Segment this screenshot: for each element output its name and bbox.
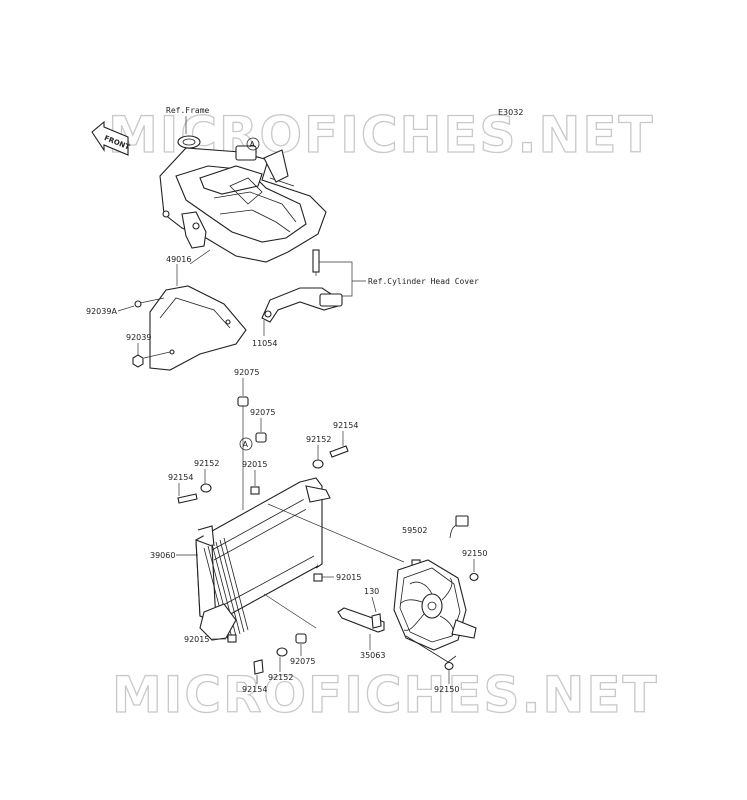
part-92152-label-b: 92152: [194, 459, 219, 468]
part-92015-label-b: 92015: [336, 573, 361, 582]
part-92039A-label: 92039A: [86, 307, 117, 316]
callout-a-lower: A: [239, 437, 253, 451]
part-92154-label-b: 92154: [168, 473, 193, 482]
frame-illustration: [159, 135, 327, 263]
part-92154-label-c: 92154: [242, 685, 267, 694]
clip-92015-c: [227, 634, 237, 643]
fan-assembly-59502: [393, 515, 477, 663]
diagram-code: E3032: [498, 108, 523, 117]
part-35063-label: 35063: [360, 651, 385, 660]
nut-92150-a: [469, 572, 479, 582]
bolt-92154-a: [329, 445, 349, 458]
grommet-92039A: [134, 300, 142, 308]
grommet-92075-c: [295, 633, 307, 644]
part-39060-label: 39060: [150, 551, 175, 560]
part-130-label: 130: [364, 587, 379, 596]
collar-92152-c: [276, 647, 288, 657]
nut-92150-b: [444, 661, 454, 671]
clip-92015-a: [250, 486, 260, 495]
front-arrow-icon: FRONT: [91, 120, 131, 156]
part-92154-label-a: 92154: [333, 421, 358, 430]
part-92039-label: 92039: [126, 333, 151, 342]
ref-cylinder-head-cover-label: Ref.Cylinder Head Cover: [368, 277, 479, 286]
collar-92152-a: [312, 459, 324, 469]
part-92150-label-a: 92150: [462, 549, 487, 558]
part-11054-label: 11054: [252, 339, 277, 348]
grommet-92075-a: [237, 396, 249, 407]
ref-frame-label: Ref.Frame: [166, 106, 210, 115]
part-92075-label-c: 92075: [290, 657, 315, 666]
bolt-130: [371, 613, 382, 629]
part-92150-label-b: 92150: [434, 685, 459, 694]
part-59502-label: 59502: [402, 526, 427, 535]
part-92152-label-c: 92152: [268, 673, 293, 682]
clip-92015-b: [313, 573, 323, 582]
part-92152-label-a: 92152: [306, 435, 331, 444]
watermark-bottom: MICROFICHES.NET: [112, 666, 659, 724]
cover-panel-49016: [149, 285, 247, 371]
svg-text:A: A: [243, 440, 249, 449]
grommet-92075-b: [255, 432, 267, 443]
part-92015-label-c: 92015: [184, 635, 209, 644]
callout-a-top: A: [246, 137, 260, 151]
part-92075-label-b: 92075: [250, 408, 275, 417]
bolt-92154-c: [253, 659, 264, 675]
part-92075-label-a: 92075: [234, 368, 259, 377]
part-49016-label: 49016: [166, 255, 191, 264]
collar-92152-b: [200, 483, 212, 493]
part-92015-label-a: 92015: [242, 460, 267, 469]
svg-text:A: A: [250, 140, 256, 149]
nut-92039: [132, 354, 144, 368]
bolt-92154-b: [177, 493, 198, 504]
radiator-39060: [195, 477, 331, 641]
